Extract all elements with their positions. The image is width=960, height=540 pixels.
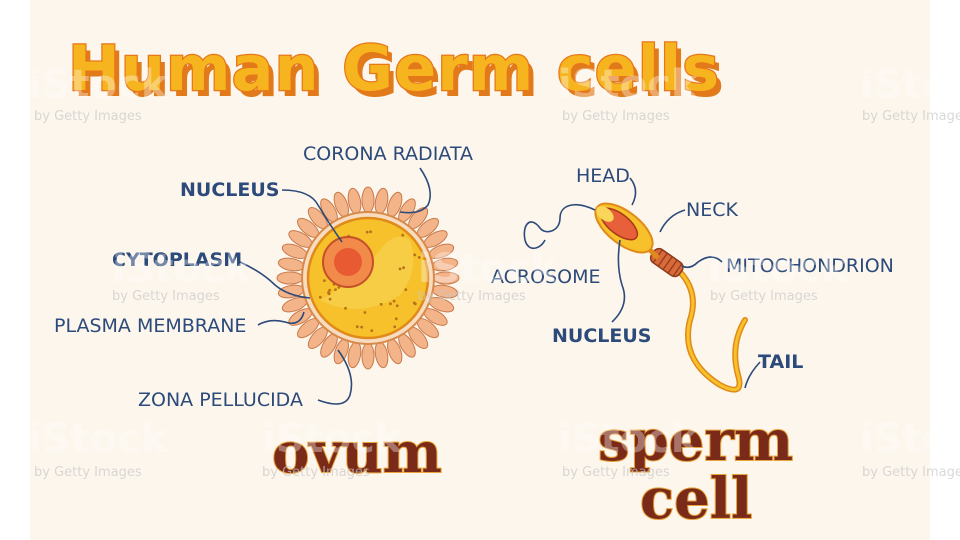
caption-sperm: sperm [598,408,793,474]
watermark-credit: by Getty Images [862,465,960,480]
cytoplasm-granule [394,317,398,321]
watermark-credit: by Getty Images [562,465,670,480]
cytoplasm-granule [404,288,408,292]
watermark-credit: by Getty Images [262,465,370,480]
watermark-layer: iStock by Getty Images iStock by Getty I… [28,62,960,480]
caption-ovum: ovum [272,420,442,486]
cytoplasm-granule [344,306,347,310]
cytoplasm-granule [402,266,405,270]
cytoplasm-granule [393,325,397,329]
label-mitochondrion: MITOCHONDRION [726,255,894,277]
watermark-brand: iStock [558,416,699,462]
watermark-brand: iStock [28,62,169,108]
label-head: HEAD [576,165,630,187]
cytoplasm-granule [337,286,341,289]
watermark-credit: by Getty Images [562,109,670,124]
watermark-brand: iStock [860,62,960,108]
cytoplasm-granules [318,230,421,332]
label-sperm-nucleus: NUCLEUS [552,325,651,347]
watermark-credit: by Getty Images [34,465,142,480]
sperm-acrosome [596,206,614,222]
cytoplasm-granule [355,325,359,329]
ovum-nucleolus [334,248,362,276]
cytoplasm-granule [398,267,402,271]
leader-tail [744,361,761,389]
label-tail: TAIL [758,351,803,373]
label-acrosome: ACROSOME [491,266,601,288]
leader-mitochondrion [681,256,723,269]
cytoplasm-granule [369,230,372,234]
cytoplasm-granule [392,299,396,303]
leader-plasma-membrane [257,311,305,326]
cytoplasm-granule [413,253,417,257]
cytoplasm-granule [334,288,337,291]
cytoplasm-granule [395,304,399,308]
watermark-credit: by Getty Images [710,289,818,304]
cytoplasm-granule [413,302,417,306]
cytoplasm-granule [328,297,332,301]
cytoplasm-granule [365,230,369,234]
label-plasma-membrane: PLASMA MEMBRANE [54,315,246,337]
page-title: Human Germ cells [68,32,720,105]
cytoplasm-granule [363,311,367,314]
watermark-credit: by Getty Images [862,109,960,124]
label-neck: NECK [686,199,738,221]
ovum-illustration [276,186,460,370]
label-corona-radiata: CORONA RADIATA [303,143,473,165]
cytoplasm-granule [360,325,364,329]
caption-cell: cell [640,466,752,532]
leader-corona-radiata [399,167,431,214]
label-ovum-nucleus: NUCLEUS [180,179,279,201]
leader-head [629,177,637,206]
corona-cell [361,342,375,370]
corona-cell [276,271,304,285]
corona-cell [361,186,375,214]
watermark-credit: by Getty Images [418,289,526,304]
cytoplasm-granule [379,302,383,306]
watermark-brand: iStock [112,246,253,292]
cytoplasm-granule [389,302,392,306]
watermark-brand: iStock [418,246,559,292]
sperm-illustration [594,202,748,393]
title-shadow: Human Germ cells [73,38,725,111]
leader-ovum-nucleus [281,189,343,243]
cytoplasm-granule [327,292,331,296]
watermark-brand: iStock [860,416,960,462]
cytoplasm-granule [328,288,331,292]
cytoplasm-granule [417,256,421,259]
leader-acrosome-spiral [523,203,596,250]
watermark-brand: iStock [708,246,849,292]
cytoplasm-granule [370,329,374,332]
watermark-brand: iStock [558,62,699,108]
watermark-brand: iStock [28,416,169,462]
watermark-brand: iStock [262,416,403,462]
leader-neck [659,209,686,233]
corona-radiata-cells [276,186,460,370]
leader-zona-pellucida [317,349,353,405]
leader-cytoplasm [239,261,311,299]
cytoplasm-granule [401,233,405,237]
cytoplasm-granule [318,295,322,299]
sperm-tail-inner [674,266,747,392]
diagram-card [30,0,930,540]
label-zona-pellucida: ZONA PELLUCIDA [138,389,303,411]
watermark-credit: by Getty Images [34,109,142,124]
leader-sperm-nucleus [611,239,626,323]
watermark-credit: by Getty Images [112,289,220,304]
label-cytoplasm: CYTOPLASM [112,249,242,271]
cytoplasm-granule [323,279,326,282]
